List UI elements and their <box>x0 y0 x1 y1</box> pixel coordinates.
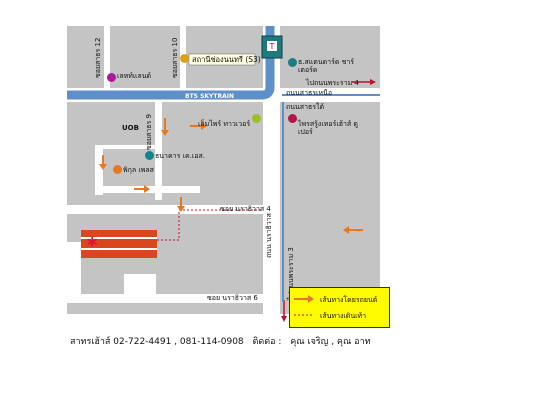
route-arrow-head <box>144 185 150 193</box>
station-icon-glyph: T <box>269 42 275 51</box>
sathorn-south-label: ถนนสาธรใต้ <box>286 103 325 111</box>
walk-route-legend-label: เส้นทางเดินเท้า <box>320 312 367 320</box>
property-label: ไพรสรู้งเทอร์เฮ้าส์ ดูเปอร์ <box>298 120 358 137</box>
empty-lot <box>124 274 156 294</box>
route-arrow-head <box>343 226 349 234</box>
bank-marker-icon <box>145 151 154 160</box>
sathorn-north-label: ถนนสาธรเหนือ <box>286 89 333 97</box>
narathiwat4-label: ซอย นราธิวาส 4 <box>220 205 271 213</box>
route-arrow-head <box>99 164 107 170</box>
station-label-box <box>188 53 256 66</box>
standard-chartered-label: ธ.สแตนดาร์ด ชาร์เตอร์ด <box>298 58 355 75</box>
route-arrow-head <box>177 206 185 212</box>
uob-label: UOB <box>122 124 139 132</box>
route-arrow-head <box>161 130 169 136</box>
route-arrow-head <box>201 122 207 130</box>
pikul-label: พิกุล เพลส <box>123 166 154 174</box>
station-label: สถานีช่องนนทรี (S3) <box>192 55 261 64</box>
pikul-marker-icon <box>113 165 122 174</box>
skytrain-label: BTS SKYTRAIN <box>185 93 235 100</box>
walk-route <box>157 209 262 241</box>
lehtland-marker-icon <box>107 73 116 82</box>
star-marker-icon: * <box>87 233 98 257</box>
road-loop-left <box>95 145 103 195</box>
road-soi12 <box>104 26 110 96</box>
soi9-label: ซอยสาธร 9 <box>145 114 153 150</box>
skytrain-line <box>67 26 275 100</box>
road-narathiwat6 <box>67 294 279 303</box>
car-route-legend-label: เส้นทางโดยรถยนต์ <box>320 296 378 304</box>
soi10-label: ซอยสาธร 10 <box>171 37 179 78</box>
map-legend: เส้นทางโดยรถยนต์ เส้นทางเดินเท้า <box>289 287 390 328</box>
standard-chartered-marker-icon <box>288 58 297 67</box>
road-soi9 <box>155 100 162 200</box>
empire-label: เอ็มไพร์ ทาวเวอร์ <box>198 120 251 128</box>
road-narathiwat4 <box>67 205 279 214</box>
property-marker-icon <box>288 114 297 123</box>
station-marker-icon <box>180 54 189 63</box>
narathiwat6-label: ซอย นราธิวาส 6 <box>207 294 258 302</box>
empty-lot-left <box>67 242 81 297</box>
target-building <box>81 230 157 258</box>
office-phone: สาทรเฮ้าส์ 02-722-4491 , 081-114-0908 <box>70 337 244 347</box>
empire-marker-icon <box>252 114 261 123</box>
road-connector <box>95 145 155 149</box>
contact-person: คุณ เจริญ , คุณ อาท <box>290 337 371 347</box>
arrow-to-rama3-head <box>281 316 287 322</box>
contact-label: ติดต่อ : <box>252 337 282 347</box>
station-icon <box>267 41 277 51</box>
bank-label: ธนาคาร เค.เอส. <box>155 152 205 160</box>
walk-route-legend-icon <box>294 314 314 316</box>
contact-footer: สาทรเฮ้าส์ 02-722-4491 , 081-114-0908 ติ… <box>70 334 377 348</box>
narathiwat-road-label: ถนน นราธิวาส <box>265 213 273 258</box>
car-route-legend-icon <box>294 295 314 303</box>
lehtland-label: เลหท์แลนด์ <box>117 72 152 80</box>
soi12-label: ซอยสาธร 12 <box>94 37 102 78</box>
to-rama4-label: ไปถนนพระราม 4 <box>306 79 359 87</box>
arrow-to-rama4-head <box>370 79 376 85</box>
